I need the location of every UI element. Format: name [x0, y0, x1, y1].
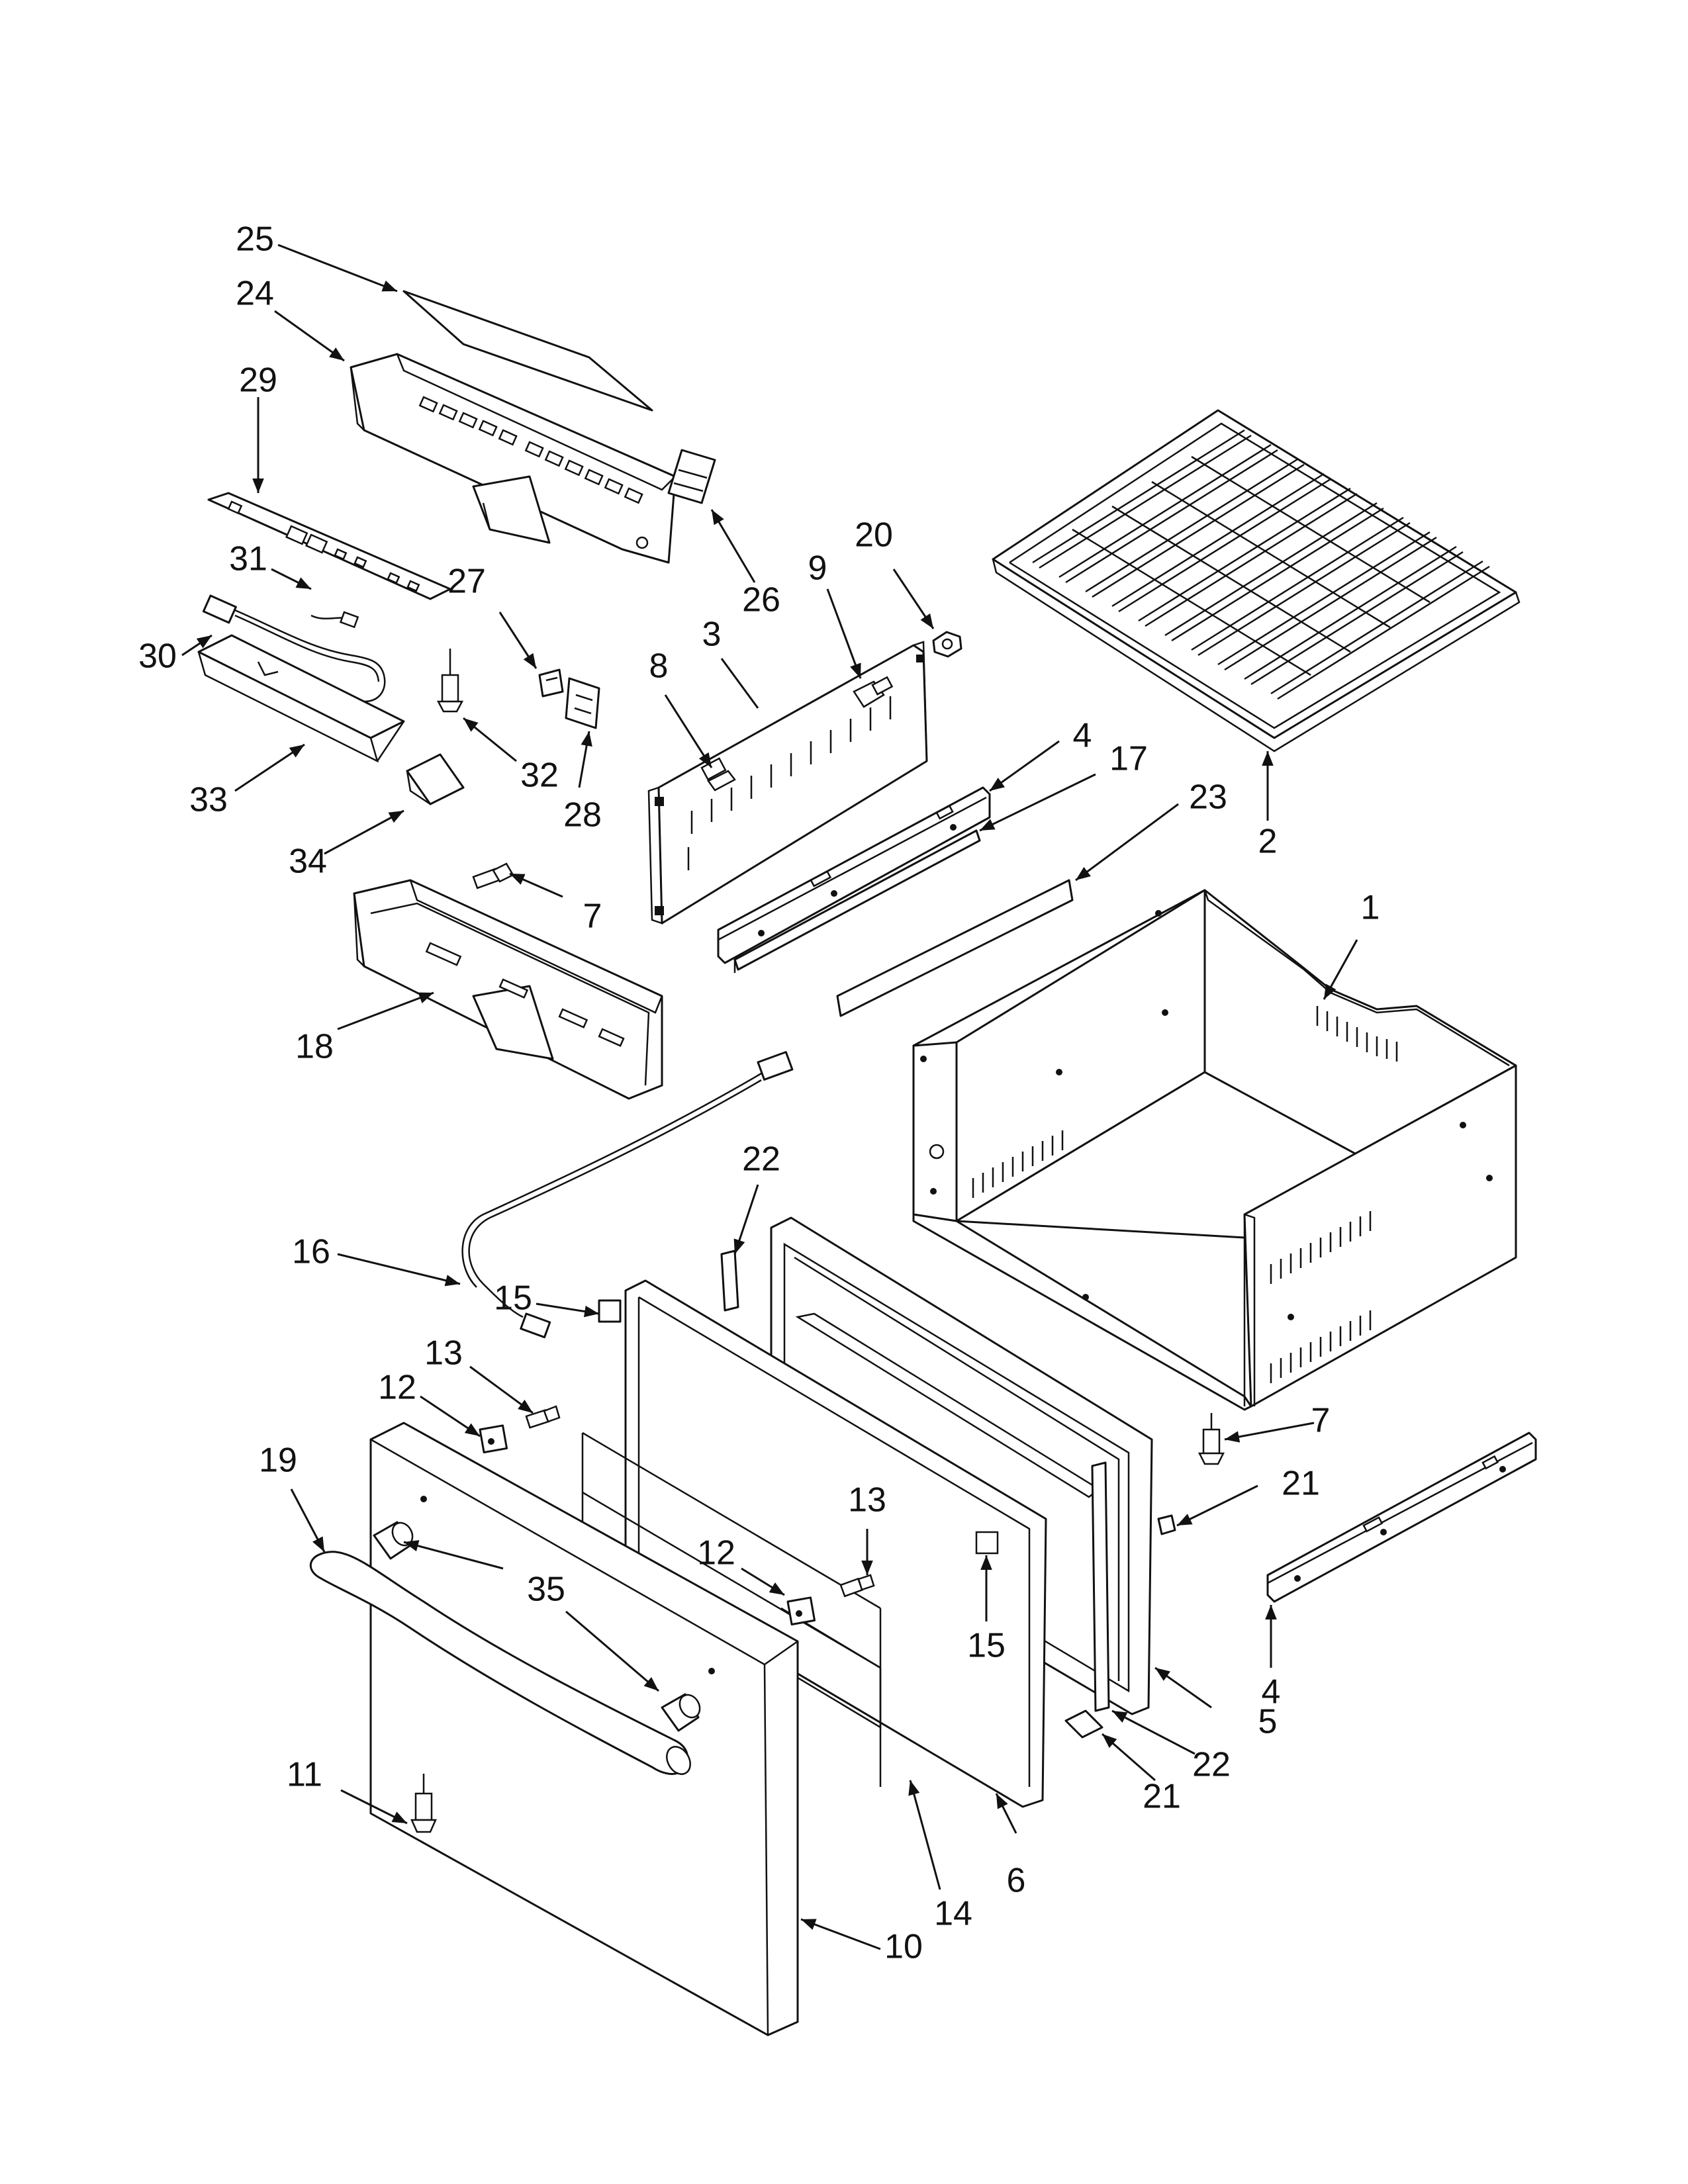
callout-15: 15: [494, 1279, 532, 1318]
part-screw-7-lower: [1197, 1413, 1225, 1465]
callout-16: 16: [292, 1233, 330, 1271]
callout-21: 21: [1143, 1778, 1181, 1816]
control-buttons: [418, 396, 643, 504]
part-overlay-strip: [402, 290, 653, 412]
callout-4: 4: [1073, 717, 1092, 755]
part-lower-housing: [353, 879, 663, 1100]
callout-labels: 25 24 29 31 30 33 34 27 32 28 26 9 20 3 …: [138, 220, 1380, 1966]
part-small-clip: [538, 668, 564, 698]
part-rear-panel: [647, 641, 928, 925]
callout-12: 12: [697, 1534, 735, 1572]
part-label-clip: [667, 449, 716, 504]
callout-17: 17: [1109, 740, 1148, 778]
part-screw-7-upper: [472, 862, 514, 889]
part-drawer-bin: [912, 889, 1517, 1411]
part-pin-21-lower: [1064, 1709, 1103, 1739]
callout-11: 11: [287, 1756, 322, 1794]
callout-7: 7: [583, 897, 602, 936]
callout-13: 13: [424, 1334, 463, 1373]
part-circuit-board: [207, 492, 451, 600]
part-gasket-strip-left: [720, 1250, 739, 1312]
callout-14: 14: [934, 1895, 972, 1933]
part-pin-21-upper: [1157, 1514, 1176, 1535]
callout-19: 19: [259, 1441, 297, 1480]
callout-18: 18: [295, 1028, 334, 1066]
callout-9: 9: [808, 549, 827, 588]
callout-30: 30: [138, 637, 177, 676]
callout-34: 34: [289, 842, 327, 881]
part-pad-15-left: [598, 1299, 622, 1323]
rack-ribs: [1032, 429, 1490, 700]
callout-35: 35: [527, 1570, 565, 1609]
part-nut-20: [932, 631, 962, 658]
callout-29: 29: [239, 361, 277, 400]
part-control-housing: [350, 353, 677, 564]
bin-vents: [972, 1006, 1398, 1383]
callout-31: 31: [229, 540, 267, 578]
callout-13: 13: [848, 1481, 886, 1520]
part-screw-8: [700, 757, 736, 792]
callout-7: 7: [1311, 1402, 1331, 1440]
callout-6: 6: [1007, 1862, 1026, 1900]
callout-23: 23: [1189, 778, 1227, 817]
part-shelf-rack: [992, 409, 1521, 752]
part-screw-11: [410, 1774, 437, 1833]
part-screw-13-right: [839, 1574, 875, 1598]
part-screw-13-left: [525, 1405, 561, 1429]
callout-1: 1: [1361, 889, 1380, 927]
part-wire-harness: [202, 594, 386, 703]
callout-21: 21: [1282, 1465, 1320, 1503]
part-front-trim-strip: [836, 879, 1074, 1017]
part-handle-cap-left: [373, 1521, 414, 1560]
callout-3: 3: [702, 615, 722, 654]
part-screw-32: [436, 649, 464, 713]
callout-26: 26: [742, 581, 780, 619]
leader-lines: [181, 244, 1358, 1950]
callout-12: 12: [378, 1369, 416, 1407]
callout-8: 8: [649, 647, 669, 686]
callout-5: 5: [1258, 1703, 1278, 1741]
part-harness-cover: [197, 634, 405, 763]
callout-22: 22: [742, 1140, 780, 1179]
part-rail-trim: [733, 829, 981, 973]
part-bracket-12-right: [786, 1596, 816, 1625]
part-wire-harness-long: [461, 1051, 794, 1339]
callout-4: 4: [1262, 1673, 1281, 1711]
callout-10: 10: [884, 1928, 923, 1966]
callout-24: 24: [236, 275, 274, 313]
part-door-handle: [309, 1551, 691, 1775]
callout-15: 15: [967, 1627, 1006, 1665]
part-door-liner: [770, 1216, 1153, 1715]
callout-32: 32: [520, 756, 559, 795]
callout-33: 33: [189, 781, 228, 819]
part-handle-cap-right: [661, 1693, 701, 1732]
panel-slots: [687, 696, 892, 870]
callout-28: 28: [563, 796, 602, 835]
callout-25: 25: [236, 220, 274, 259]
part-bracket-12-left: [479, 1424, 508, 1453]
part-bracket: [565, 677, 600, 729]
part-slide-rail-upper: [717, 786, 991, 964]
callout-2: 2: [1258, 823, 1278, 861]
callout-27: 27: [447, 563, 486, 601]
part-slide-rail-lower: [1266, 1432, 1537, 1603]
part-small-block: [406, 753, 465, 805]
callout-20: 20: [855, 516, 893, 555]
part-screw-9: [853, 676, 894, 708]
callout-22: 22: [1192, 1746, 1231, 1784]
